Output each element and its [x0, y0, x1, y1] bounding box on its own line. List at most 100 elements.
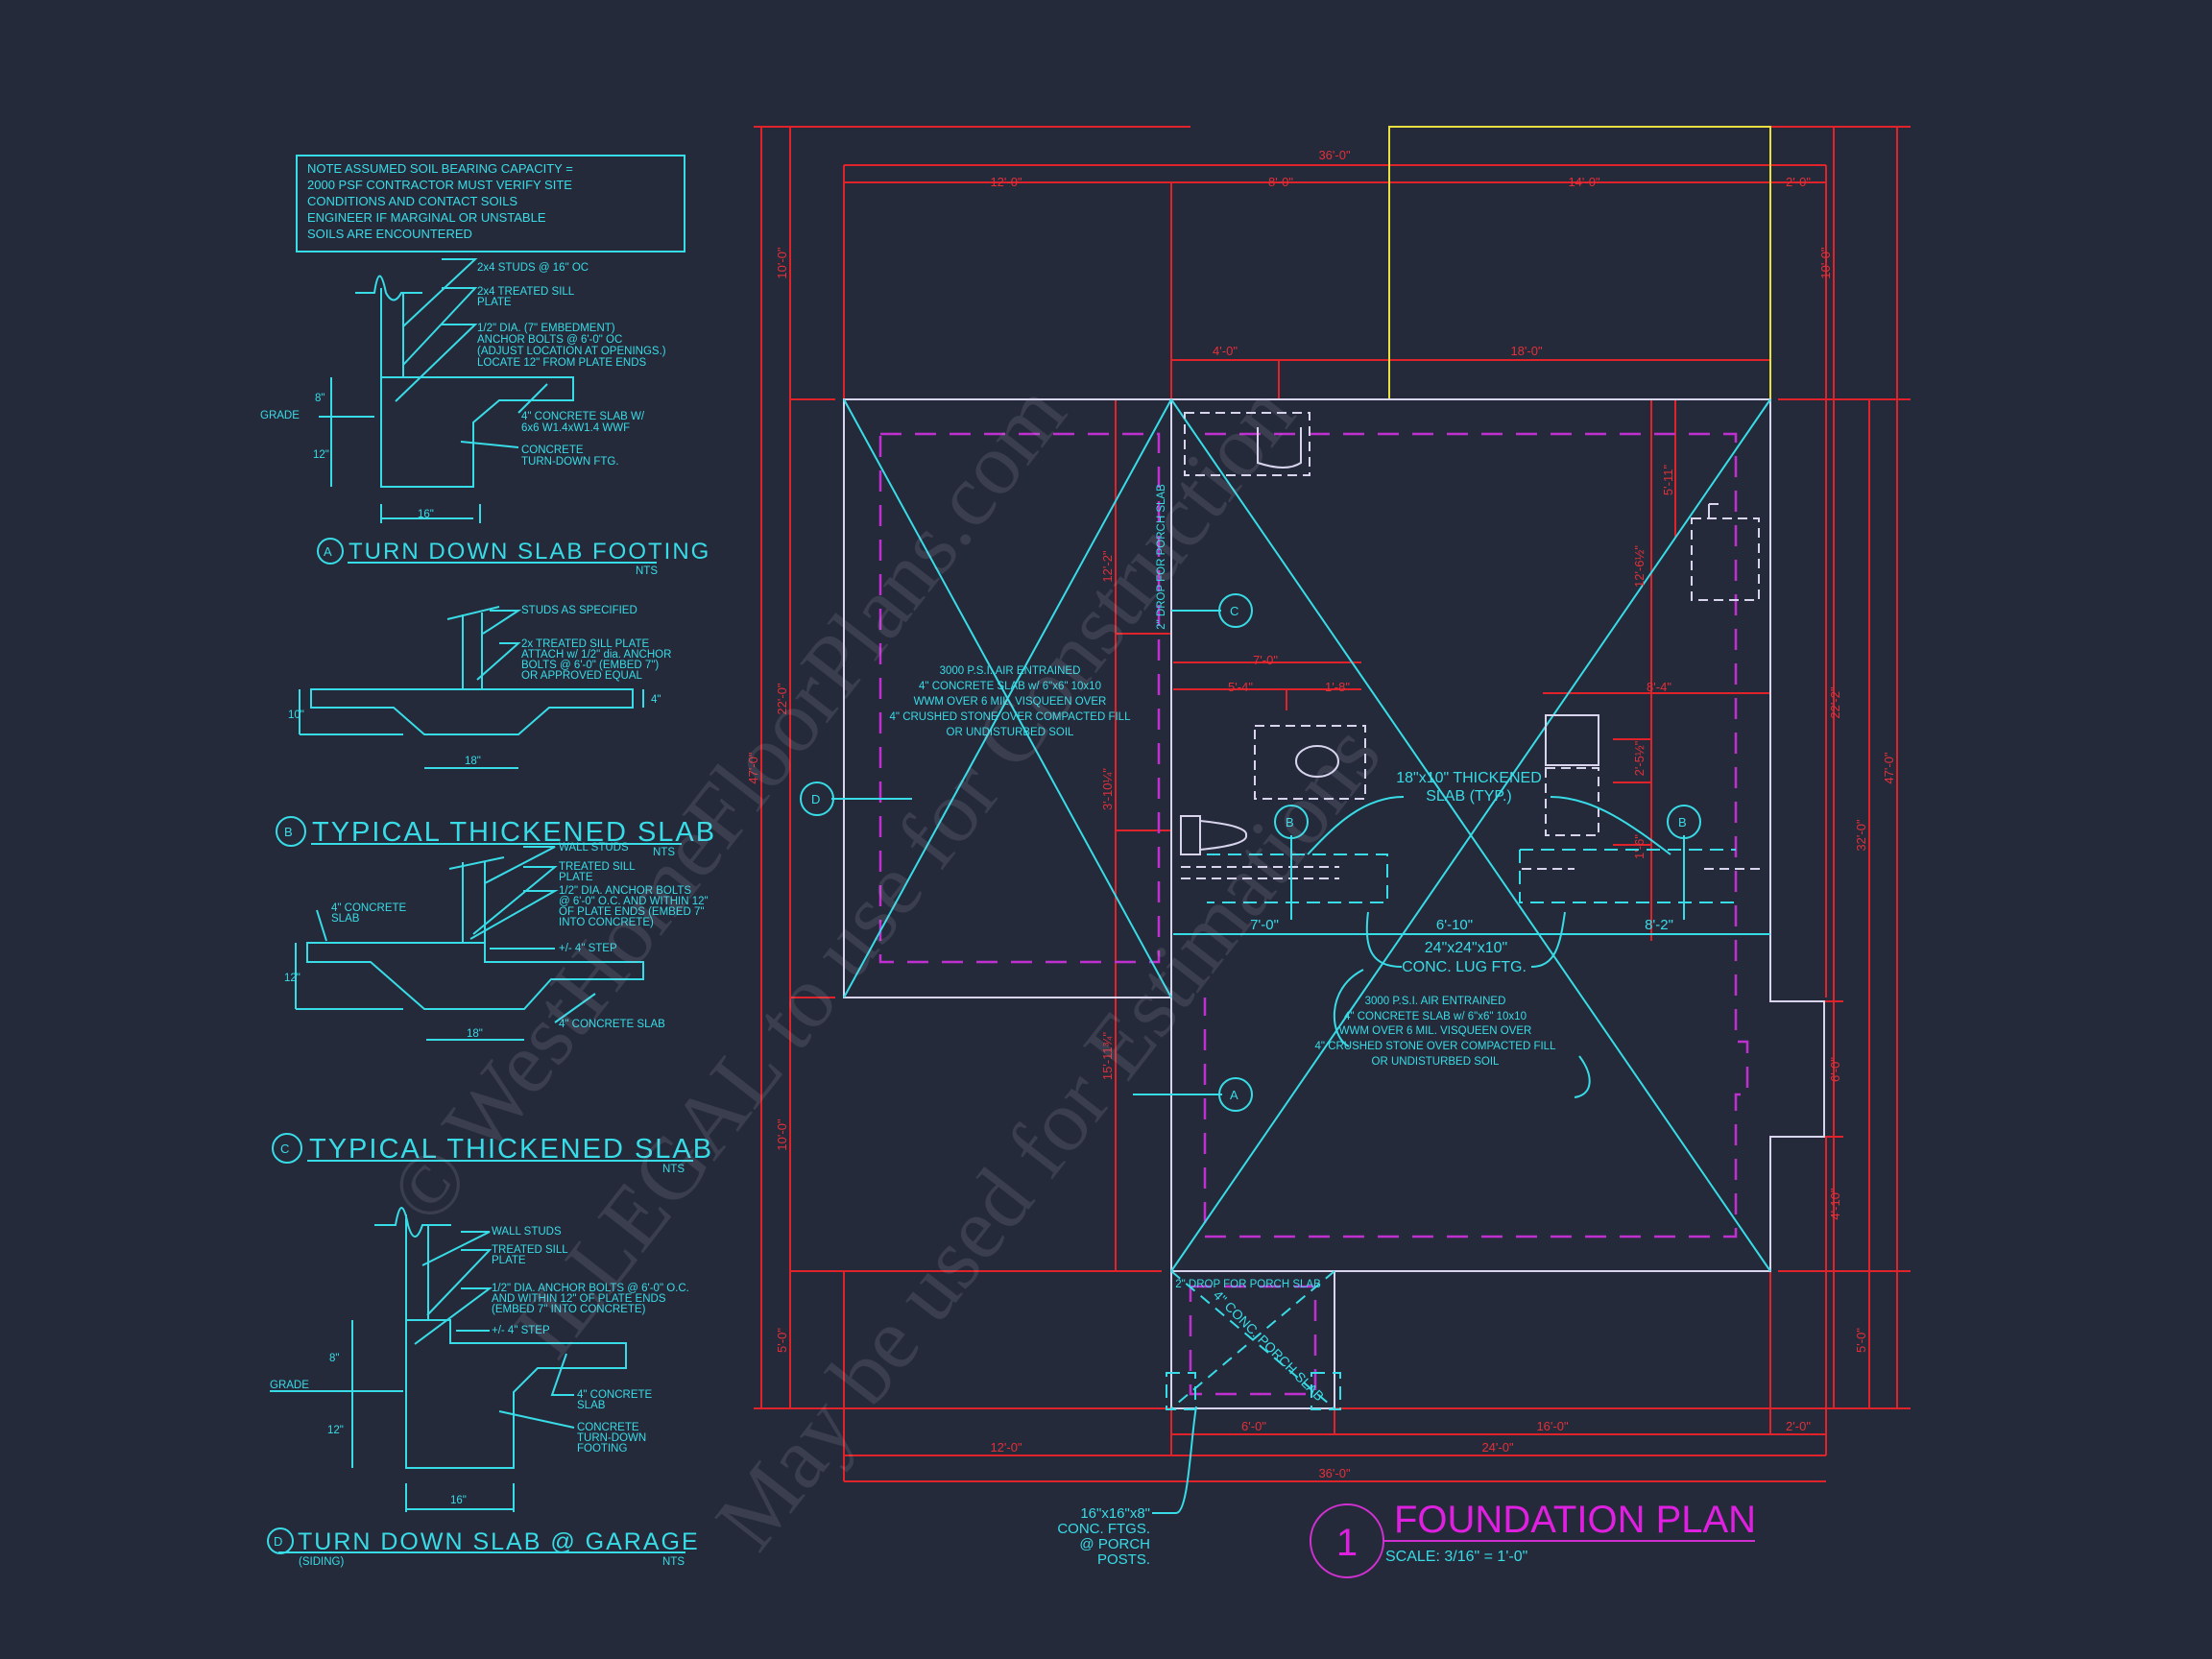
dim: 18": [467, 1028, 483, 1040]
soil-bearing-note: NOTE ASSUMED SOIL BEARING CAPACITY = 200…: [296, 155, 685, 252]
dim-text: 6'-0": [1241, 1419, 1266, 1433]
section-tag-d: D: [811, 792, 820, 806]
note-line: CONDITIONS AND CONTACT SOILS: [307, 194, 517, 208]
grade-label: GRADE: [260, 410, 300, 421]
callout-bolts: 1/2" DIA. ANCHOR BOLTS: [559, 885, 691, 897]
foundation-outline: [843, 398, 1825, 1409]
callout-bolts: 1/2" DIA. (7" EMBEDMENT): [477, 323, 615, 334]
section-markers: D C A B B: [800, 593, 1701, 1112]
callout-sill: ATTACH w/ 1/2" dia. ANCHOR: [521, 649, 671, 661]
slab-note-line: WWM OVER 6 MIL. VISQUEEN OVER: [914, 696, 1107, 708]
plan-scale: SCALE: 3/16" = 1'-0": [1385, 1549, 1527, 1565]
dim-text: 8'-0": [1268, 175, 1293, 189]
dim: 12": [313, 449, 329, 461]
porch-slab-note: 4" CONC. PORCH SLAB: [1211, 1287, 1328, 1405]
section-tag-c: C: [1230, 604, 1238, 618]
callout-footing: CONCRETE: [521, 445, 584, 456]
dim-text: 2'-0": [1786, 175, 1811, 189]
callout-slab: SLAB: [331, 913, 360, 925]
detail-scale: NTS: [662, 1556, 685, 1568]
detail-scale: NTS: [653, 847, 675, 858]
slab-note-line: OR UNDISTURBED SOIL: [1372, 1056, 1501, 1068]
note-line: SOILS ARE ENCOUNTERED: [307, 227, 472, 241]
callout-slab: 4" CONCRETE SLAB W/: [521, 411, 645, 422]
callout-step: +/- 4" STEP: [559, 943, 617, 954]
detail-tag: A: [324, 544, 332, 559]
dim-text: 7'-0": [1253, 653, 1278, 667]
porch-footing-callout: 16"x16"x8" CONC. FTGS. @ PORCH POSTS.: [1057, 1505, 1150, 1568]
porch-drop-note: 2" DROP FOR PORCH SLAB: [1156, 484, 1167, 630]
dim-text: 2'-0": [1786, 1419, 1811, 1433]
callout-studs: WALL STUDS: [492, 1226, 562, 1238]
callout-bolts: AND WITHIN 12" OF PLATE ENDS: [492, 1293, 666, 1305]
callout-sill: BOLTS @ 6'-0" (EMBED 7"): [521, 660, 659, 671]
section-tag-b: B: [1286, 815, 1294, 830]
thickened-slab-callout: 18"x10" THICKENED: [1396, 770, 1542, 786]
dim: 8": [329, 1353, 339, 1364]
callout-footing: TURN-DOWN FTG.: [521, 456, 619, 468]
dim-text: 16'-0": [1536, 1419, 1569, 1433]
hip-diagonals: [843, 398, 1771, 1410]
dim: 12": [284, 973, 301, 984]
detail-title: TURN DOWN SLAB FOOTING: [349, 539, 710, 565]
callout-sill: PLATE: [477, 297, 512, 308]
dim-text: 18'-0": [1510, 344, 1543, 358]
dim-text: 12'-0": [990, 1440, 1022, 1455]
slab-note-line: 4" CRUSHED STONE OVER COMPACTED FILL: [1315, 1041, 1557, 1052]
dim-text: 36'-0": [1318, 148, 1351, 162]
slab-note-line: WWM OVER 6 MIL. VISQUEEN OVER: [1339, 1025, 1532, 1037]
dim-text: 5'-4": [1228, 680, 1253, 694]
callout-bolts: (ADJUST LOCATION AT OPENINGS.): [477, 346, 666, 357]
section-tag-b: B: [1678, 815, 1687, 830]
callout-sill: TREATED SILL: [559, 861, 636, 873]
detail-b-typical-thickened-slab: B TYPICAL THICKENED SLAB NTS STUDS AS SP…: [276, 605, 716, 858]
detail-d-turn-down-slab-garage: D TURN DOWN SLAB @ GARAGE (SIDING) NTS W…: [267, 1207, 700, 1568]
detail-tag: D: [274, 1534, 282, 1549]
dim-text: 24'-0": [1481, 1440, 1514, 1455]
note-line: 2000 PSF CONTRACTOR MUST VERIFY SITE: [307, 178, 572, 192]
callout-bolts: INTO CONCRETE): [559, 917, 654, 928]
dim-text: 5'-0": [1854, 1328, 1868, 1353]
dim-text: 7'-0": [1250, 917, 1279, 933]
dim-text: 4'-10": [1828, 1188, 1842, 1220]
dim: 8": [315, 393, 325, 404]
callout-footing: TURN-DOWN: [577, 1432, 646, 1444]
plan-leaders: [831, 610, 1671, 1514]
dim-text: 1'-6": [1632, 834, 1647, 859]
callout-sill: TREATED SILL: [492, 1244, 568, 1256]
callout-bolts: 1/2" DIA. ANCHOR BOLTS @ 6'-0" O.C.: [492, 1283, 689, 1294]
callout-bolts: (EMBED 7" INTO CONCRETE): [492, 1304, 646, 1315]
callout-slab: 4" CONCRETE: [331, 902, 407, 914]
dim-text: 47'-0": [746, 752, 760, 784]
slab-note-line: 4" CONCRETE SLAB w/ 6"x6" 10x10: [1344, 1011, 1527, 1022]
callout-studs: 2x4 STUDS @ 16" OC: [477, 262, 589, 274]
dim-text: 15'-11¾": [1100, 1032, 1115, 1081]
detail-title: TYPICAL THICKENED SLAB: [312, 817, 716, 848]
callout-bolts: @ 6'-0" O.C. AND WITHIN 12": [559, 896, 709, 907]
dim-text: 32'-0": [1854, 819, 1868, 852]
slab-edge-dashed: [878, 432, 1749, 1396]
dim-text: 12'-0": [990, 175, 1022, 189]
watermark-line: May be used for Estimations: [696, 707, 1399, 1567]
detail-title: TURN DOWN SLAB @ GARAGE: [298, 1528, 700, 1555]
dim: 18": [465, 756, 481, 767]
detail-subtitle: (SIDING): [299, 1556, 344, 1568]
callout-studs: WALL STUDS: [559, 842, 629, 854]
callout-slab: SLAB: [577, 1400, 606, 1411]
dim: 16": [450, 1495, 467, 1506]
dim-text: 5'-0": [775, 1328, 789, 1353]
thickened-slab-callout: SLAB (TYP.): [1426, 788, 1512, 805]
callout-sill: 2x TREATED SILL PLATE: [521, 638, 649, 650]
detail-scale: NTS: [662, 1164, 685, 1175]
thickened-slab-lines: [1173, 835, 1770, 935]
dim-text: 4'-0": [1213, 344, 1238, 358]
plan-number: 1: [1336, 1522, 1358, 1564]
detail-title: TYPICAL THICKENED SLAB: [309, 1134, 713, 1165]
slab-note-line: 4" CRUSHED STONE OVER COMPACTED FILL: [890, 711, 1132, 723]
lug-footing-callout: 24"x24"x10": [1425, 940, 1507, 956]
note-line: NOTE ASSUMED SOIL BEARING CAPACITY =: [307, 161, 573, 176]
detail-c-typical-thickened-slab: C TYPICAL THICKENED SLAB NTS WALL STUDS …: [272, 842, 713, 1175]
slab-note-line: 4" CONCRETE SLAB w/ 6"x6" 10x10: [919, 681, 1101, 692]
upper-level-outline: [1388, 126, 1771, 399]
callout-bolts: LOCATE 12" FROM PLATE ENDS: [477, 357, 647, 369]
